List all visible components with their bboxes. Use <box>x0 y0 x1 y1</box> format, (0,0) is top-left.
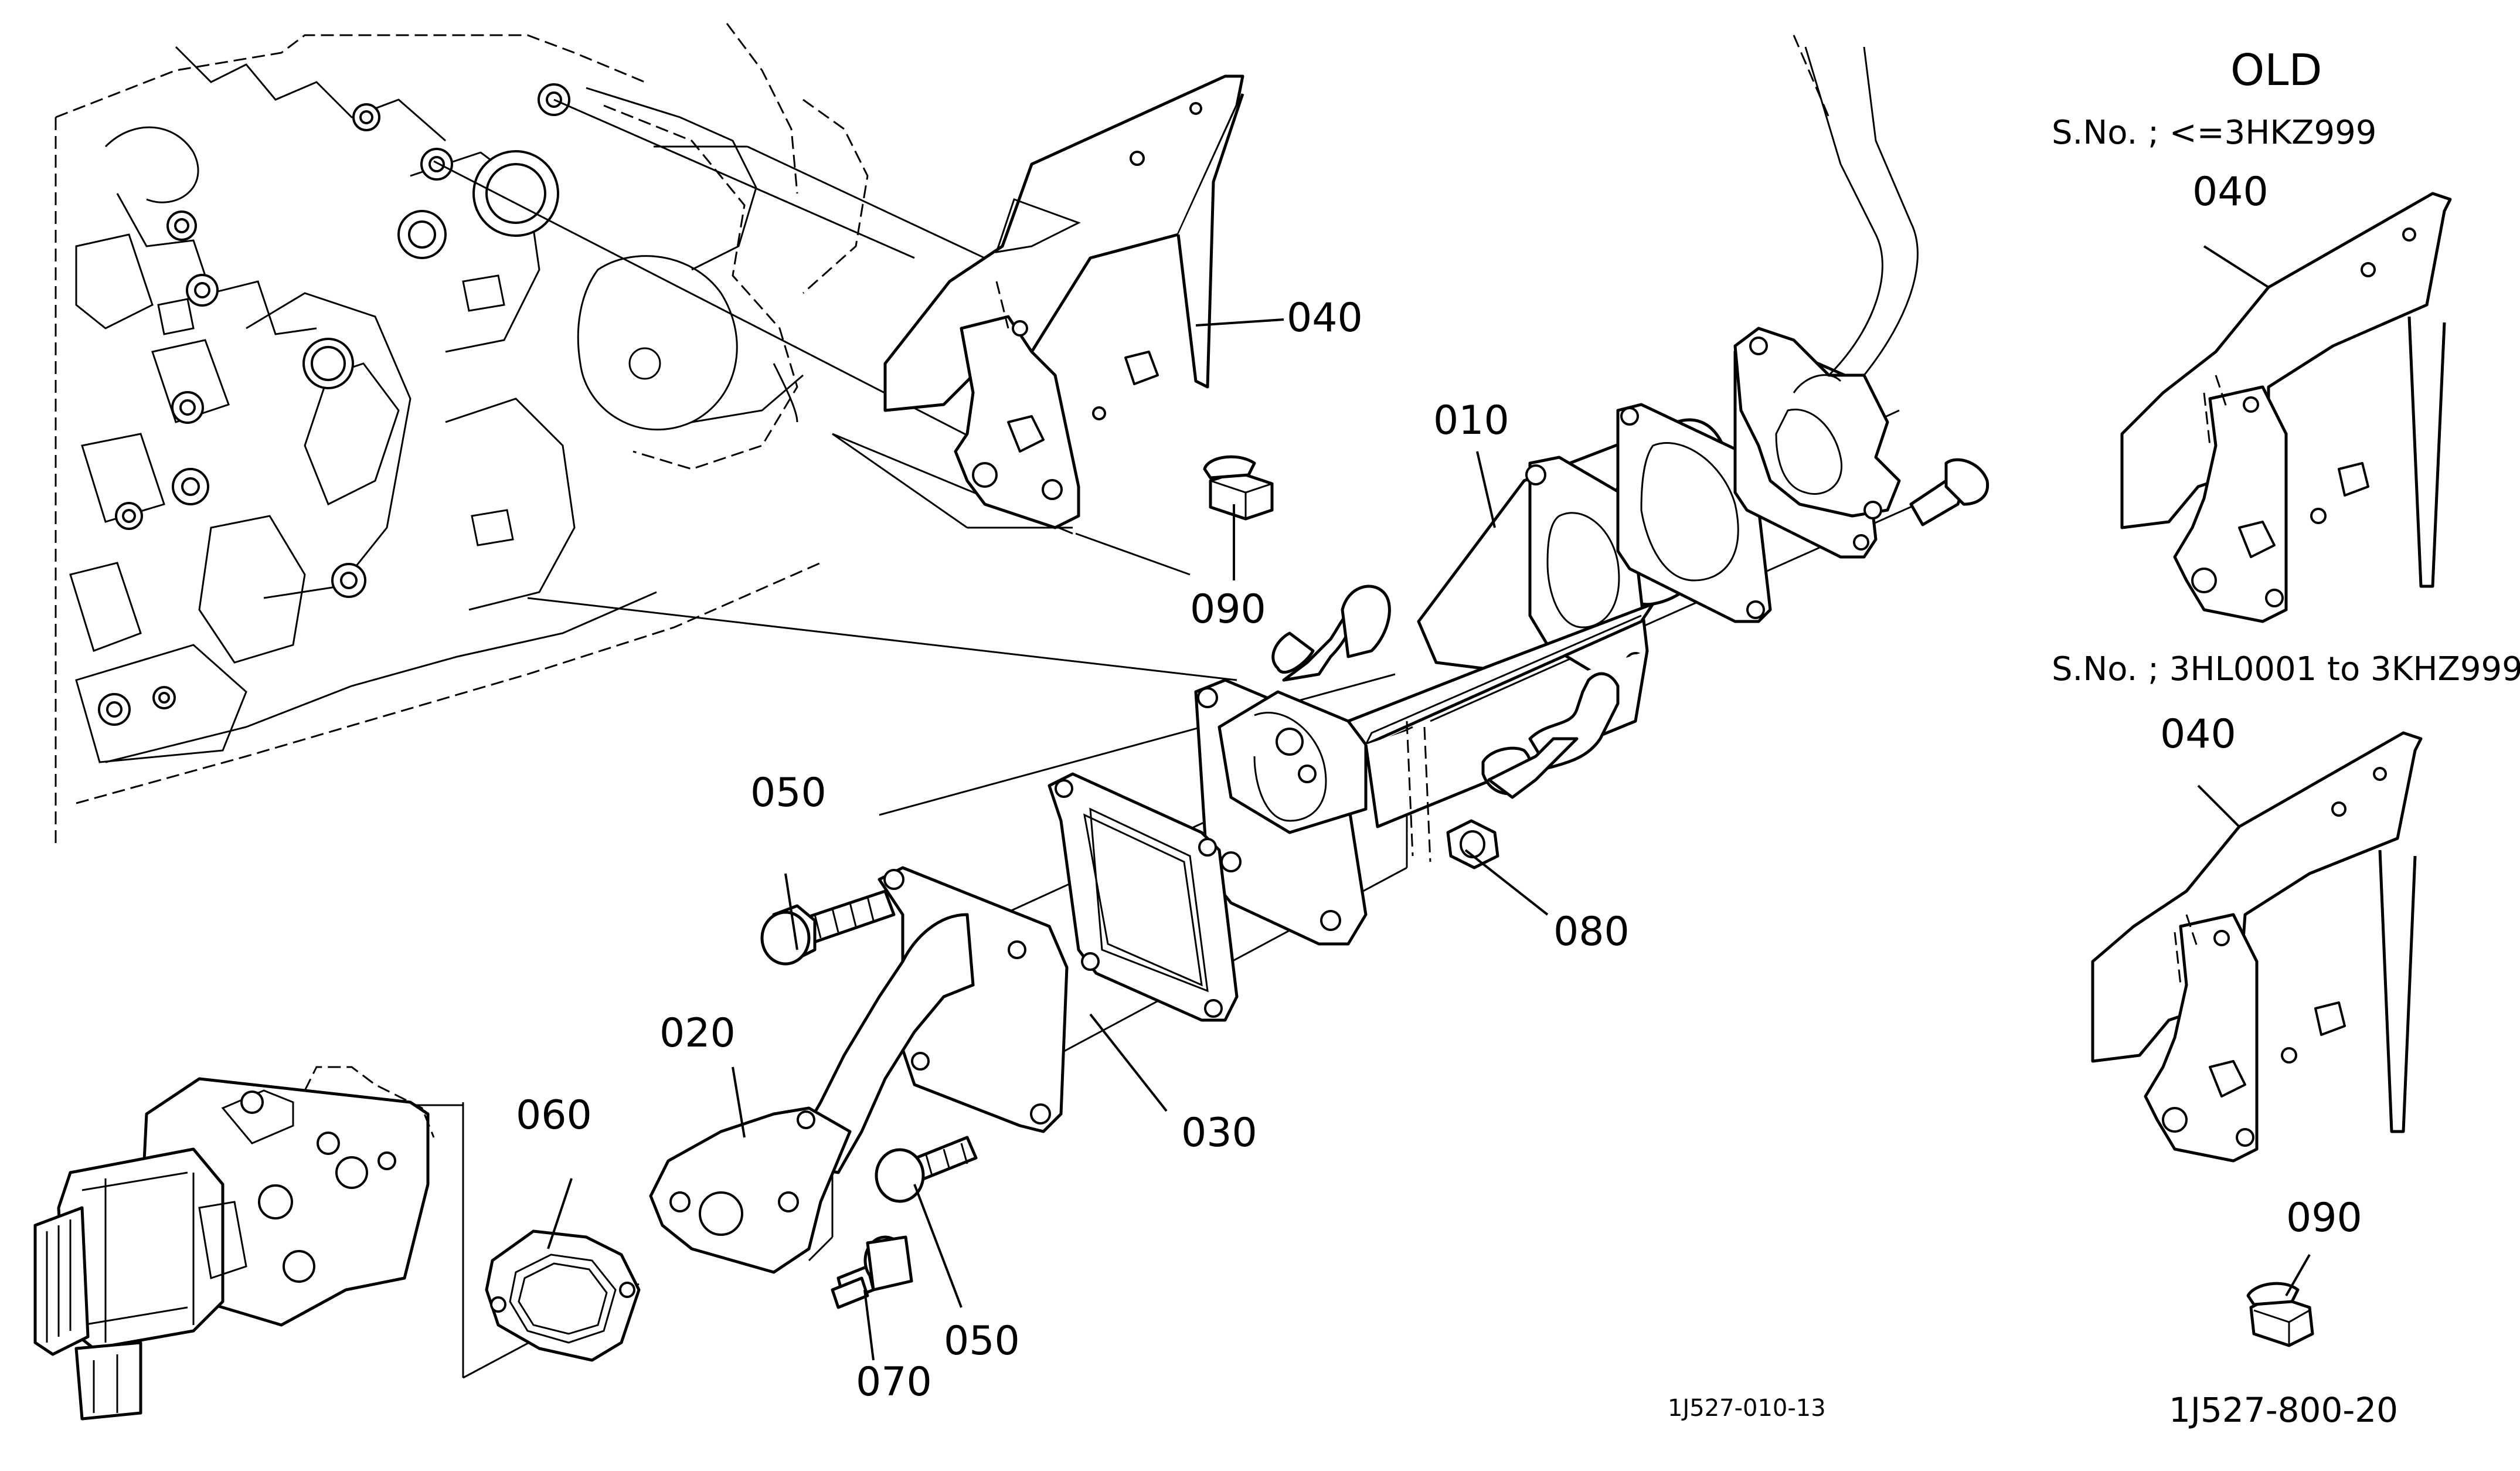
bolt-090-old <box>2246 1282 2314 1347</box>
bolt-090-main <box>1203 455 1274 521</box>
bolt-070 <box>831 1235 913 1309</box>
bolt-050-lower <box>875 1136 978 1203</box>
label-070: 070 <box>856 1359 932 1405</box>
bolt-right <box>1909 458 1990 526</box>
gasket-right-1 <box>1616 403 1772 623</box>
label-050-upper: 050 <box>750 770 827 816</box>
bolt-050-upper <box>760 889 896 966</box>
gasket-030 <box>1048 772 1239 1022</box>
label-leaders <box>547 245 2311 1361</box>
egr-valve-illustration <box>33 1066 435 1421</box>
label-040-old-1: 040 <box>2192 169 2269 215</box>
label-010: 010 <box>1433 398 1509 444</box>
part-labels: 040 090 010 050 080 020 060 030 050 070 <box>516 295 1630 1405</box>
serial-range-1: S.No. ; <=3HKZ999 <box>2052 114 2376 152</box>
assembly-leader-lines <box>375 98 1970 1379</box>
engine-block-illustration <box>55 23 869 844</box>
bracket-040-old-1 <box>2120 192 2452 623</box>
nut-080 <box>1446 819 1499 869</box>
pipe-020 <box>649 866 1069 1274</box>
label-020: 020 <box>659 1010 736 1056</box>
bracket-040-main <box>883 74 1244 529</box>
label-090: 090 <box>1190 586 1266 633</box>
old-panel: OLD S.No. ; <=3HKZ999 040 S.No. ; 3HL000… <box>2052 45 2520 1241</box>
pipe-flange-top-right <box>1733 35 1919 519</box>
label-080: 080 <box>1553 909 1630 955</box>
label-050-lower: 050 <box>944 1318 1020 1364</box>
drawing-code-main: 1J527-010-13 <box>1668 1395 1826 1422</box>
label-040: 040 <box>1287 295 1363 341</box>
label-040-old-2: 040 <box>2160 711 2236 757</box>
bracket-040-old-2 <box>2091 731 2423 1163</box>
label-090-old: 090 <box>2286 1195 2362 1241</box>
label-030: 030 <box>1181 1110 1257 1156</box>
label-060: 060 <box>516 1092 592 1139</box>
old-title: OLD <box>2230 45 2322 96</box>
drawing-code-old: 1J527-800-20 <box>2169 1390 2398 1430</box>
egr-cooler-010 <box>1194 418 1732 946</box>
serial-range-2: S.No. ; 3HL0001 to 3KHZ999 <box>2052 650 2520 688</box>
gasket-060 <box>485 1229 641 1362</box>
